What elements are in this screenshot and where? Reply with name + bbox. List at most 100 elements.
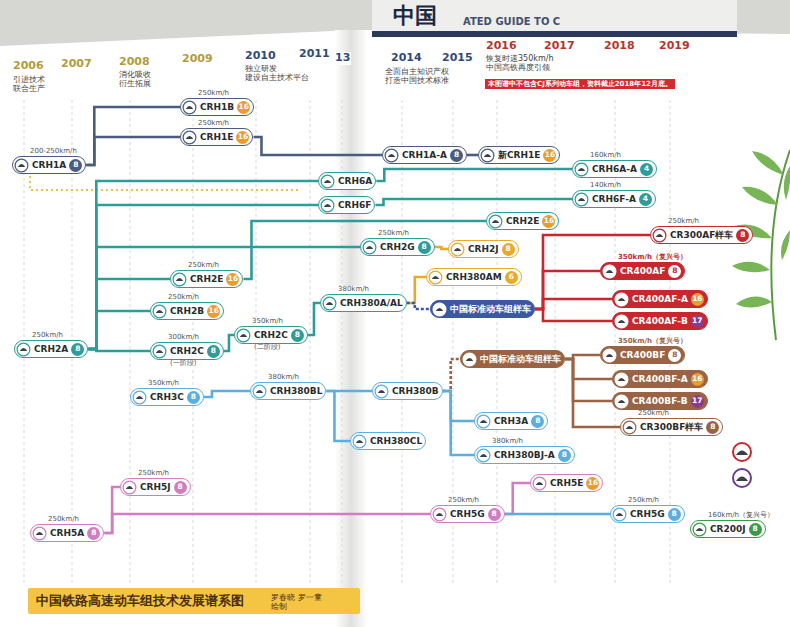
speed-label: 380km/h	[491, 438, 524, 446]
plant-leaves	[732, 151, 790, 308]
speed-label: 300km/h	[167, 334, 200, 342]
model-box-filled: 350km/h（复兴号）CR400AF8	[600, 262, 685, 280]
lineage-line	[104, 514, 430, 533]
train-icon	[614, 292, 629, 307]
train-nose	[33, 527, 46, 540]
model-box: 140km/hCRH6F-A4	[572, 190, 656, 208]
model-box: CRH2J8	[448, 240, 519, 258]
car-count-badge: 8	[668, 265, 681, 278]
speed-label: 350km/h（复兴号）	[617, 338, 688, 346]
train-nose	[321, 199, 334, 212]
lineage-line	[407, 277, 426, 303]
train-nose	[17, 343, 30, 356]
model-box: CRH380CL	[350, 432, 426, 450]
model-name: CRH6A	[338, 177, 372, 186]
train-nose	[153, 305, 166, 318]
model-name: CR400AF-B	[632, 317, 688, 326]
model-name: CRH5J	[140, 483, 171, 492]
train-icon	[320, 198, 335, 213]
model-box: 200-250km/hCRH1A8	[12, 156, 86, 174]
train-icon	[132, 390, 147, 405]
train-nose	[481, 149, 494, 162]
train-icon	[462, 352, 477, 367]
train-window	[466, 358, 474, 361]
model-name: CRH5G	[630, 510, 665, 519]
model-box: 160km/hCRH6A-A4	[572, 160, 657, 178]
car-count-badge: 8	[450, 149, 463, 162]
train-window	[606, 354, 614, 357]
lineage-line	[88, 181, 318, 349]
train-nose	[463, 353, 476, 366]
model-name: CR400AF	[620, 267, 665, 276]
speed-label: 250km/h	[637, 410, 670, 418]
train-nose	[693, 523, 706, 536]
train-window	[432, 276, 440, 279]
year-label: 2007	[60, 58, 93, 71]
train-window	[578, 198, 586, 201]
train-window	[736, 451, 748, 482]
train-nose	[353, 435, 366, 448]
train-window	[536, 482, 544, 485]
book-cover-text: 中国	[392, 3, 438, 28]
train-icon	[574, 192, 589, 207]
train-nose	[615, 293, 628, 306]
year-label: 2015	[441, 52, 474, 65]
model-name: CRH5A	[50, 529, 84, 538]
model-box: CRH5E16	[530, 474, 603, 492]
model-name: CRH5G	[450, 510, 485, 519]
train-icon	[252, 384, 267, 399]
model-box: 250km/hCRH2A8	[14, 340, 88, 358]
model-name: CR400BF	[620, 351, 665, 360]
train-icon	[362, 240, 377, 255]
train-icon	[614, 314, 629, 329]
model-name: CR400BF-A	[632, 375, 688, 384]
model-name: CRH1B	[200, 103, 234, 112]
lineage-line	[407, 303, 430, 309]
speed-label: 350km/h	[251, 318, 284, 326]
train-window	[176, 278, 184, 281]
lineage-line	[535, 309, 612, 321]
car-count-badge: 8	[418, 241, 431, 254]
car-count-badge: 16	[226, 273, 239, 286]
train-icon	[614, 372, 629, 387]
train-nose	[363, 241, 376, 254]
stage-note: (二阶段)	[253, 344, 281, 352]
train-icon	[602, 348, 617, 363]
speed-label: 250km/h	[197, 120, 230, 128]
model-name: CRH380AM	[446, 273, 502, 282]
train-nose	[15, 159, 28, 172]
train-window	[256, 390, 264, 393]
model-name: CR300BF样车	[640, 423, 703, 432]
train-icon	[322, 296, 337, 311]
model-box: CRH6A	[318, 172, 376, 190]
year-label: 2006	[12, 60, 45, 73]
train-nose	[173, 273, 186, 286]
model-box: 300km/hCRH2C8(一阶段)	[150, 342, 224, 360]
train-window	[492, 220, 500, 223]
train-icon	[432, 302, 447, 317]
model-box: CRH1A-A8	[382, 146, 467, 164]
train-icon	[692, 522, 707, 537]
car-count-badge: 8	[706, 421, 719, 434]
lineage-line	[88, 279, 170, 349]
model-box-filled: 中国标准动车组样车	[430, 300, 535, 318]
train-window	[616, 513, 624, 516]
train-nose	[153, 345, 166, 358]
train-nose	[603, 265, 616, 278]
train-window	[484, 154, 492, 157]
train-icon	[614, 394, 629, 409]
model-name: CRH2C	[170, 347, 204, 356]
model-name: 中国标准动车组样车	[450, 305, 531, 314]
model-box: 250km/hCRH5G8	[430, 505, 505, 523]
period-note: 全面自主知识产权 打造中国技术标准	[384, 67, 455, 85]
period-note: 消化吸收 衍生拓展	[118, 70, 157, 88]
train-window	[454, 248, 462, 251]
model-name: CRH1E	[200, 133, 233, 142]
model-name: CRH380A/AL	[340, 299, 403, 308]
model-name: CRH2E	[190, 275, 223, 284]
car-count-badge: 8	[187, 391, 200, 404]
speed-label: 200-250km/h	[29, 148, 78, 156]
train-window	[18, 164, 26, 167]
model-name: CRH3A	[494, 417, 528, 426]
train-window	[436, 513, 444, 516]
